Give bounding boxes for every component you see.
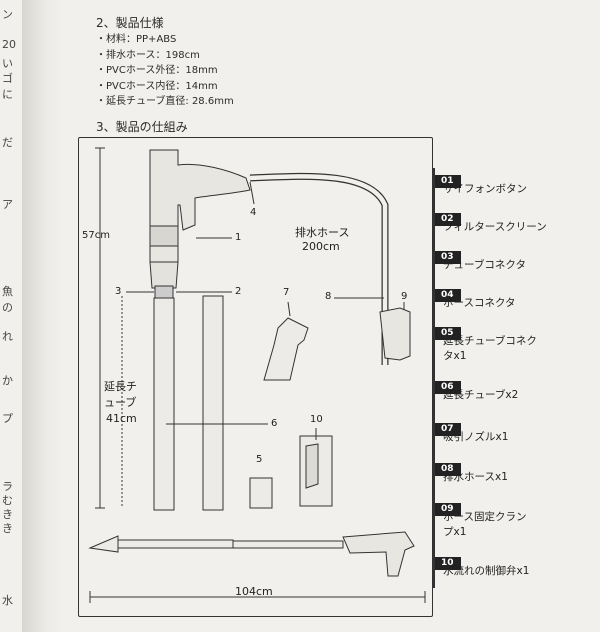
- part-item: 08 排水ホースx1: [435, 456, 600, 483]
- callout-number: 1: [235, 232, 242, 243]
- callout-number: 7: [283, 287, 290, 298]
- part-name: ホースコネクタ: [443, 297, 516, 309]
- height-label: 57cm: [82, 230, 110, 241]
- suction-nozzle: [263, 317, 309, 381]
- tube-length-label: 41cm: [106, 412, 137, 425]
- callout-number: 10: [310, 414, 323, 425]
- extension-tube-spare: [202, 295, 224, 511]
- spec-list: ・材料：PP+ABS ・排水ホース：198cm ・PVCホース外径：18mm ・…: [96, 32, 234, 110]
- margin-char: き: [2, 522, 13, 535]
- assembled-nozzle: [88, 535, 119, 553]
- spec-item: ・PVCホース外径：18mm: [96, 65, 218, 77]
- siphon-button: [149, 225, 179, 247]
- spec-item: ・延長チューブ直径: 28.6mm: [96, 96, 234, 108]
- extension-tube: [153, 297, 175, 511]
- part-item: 02 フィルタースクリーン: [435, 206, 600, 233]
- part-number: 04: [435, 289, 461, 302]
- margin-char: ゴ: [2, 72, 13, 85]
- part-number: 02: [435, 213, 461, 226]
- tube-connector: [154, 285, 174, 299]
- part-name: フィルタースクリーン: [443, 221, 547, 233]
- part-name: 排水ホースx1: [443, 471, 508, 483]
- margin-char: む: [2, 494, 13, 507]
- tube-title-label: ューブ: [104, 396, 137, 409]
- margin-char: れ: [2, 330, 13, 343]
- part-item: 10 水流れの制御弁x1: [435, 550, 600, 577]
- spec-item: ・材料：PP+ABS: [96, 34, 177, 45]
- part-number: 05: [435, 327, 461, 340]
- spec-item: ・PVCホース内径：14mm: [96, 80, 218, 92]
- part-name: サイフォンボタン: [443, 183, 527, 195]
- spec-section-title: 2、製品仕様: [96, 16, 164, 30]
- parts-list-rule: [433, 168, 435, 588]
- part-number: 10: [435, 557, 461, 570]
- margin-char: だ: [2, 136, 13, 149]
- callout-leader: [287, 301, 291, 317]
- margin-char: プ: [2, 412, 13, 425]
- callout-number: 3: [115, 286, 122, 297]
- drain-hose: [249, 174, 388, 365]
- part-item: 05 延長チューブコネク タx1: [435, 320, 600, 362]
- callout-number: 4: [250, 207, 257, 218]
- callout-number: 8: [325, 291, 332, 302]
- margin-char: か: [2, 374, 13, 387]
- part-name: チューブコネクタ: [443, 259, 526, 271]
- part-number: 06: [435, 381, 461, 394]
- margin-char: い: [2, 57, 13, 70]
- pump-lower-body: [149, 261, 179, 289]
- part-number: 08: [435, 463, 461, 476]
- callout-number: 9: [401, 291, 408, 302]
- part-item: 04 ホースコネクタ: [435, 282, 600, 309]
- part-name: 延長チューブコネク タx1: [443, 335, 537, 362]
- part-item: 09 ホース固定クラン プx1: [435, 496, 600, 538]
- part-number: 03: [435, 251, 461, 264]
- hose-length-label: 200cm: [302, 240, 340, 253]
- assembled-tube-2: [232, 540, 344, 549]
- control-valve: [249, 477, 273, 509]
- drain-hose-outline: [249, 172, 389, 365]
- page-gutter: [22, 0, 62, 632]
- left-page-margin: ン 20 い ゴ に だ ア 魚の れ か プ ラ む き き 水: [0, 0, 22, 632]
- margin-char: ラ: [2, 480, 13, 493]
- part-number: 09: [435, 503, 461, 516]
- hose-title-label: 排水ホース: [295, 226, 350, 239]
- part-name: 吸引ノズルx1: [443, 431, 509, 443]
- part-item: 07 吸引ノズルx1: [435, 416, 600, 443]
- margin-char: 魚の: [2, 285, 13, 314]
- margin-char: ア: [2, 198, 13, 211]
- callout-number: 2: [235, 286, 242, 297]
- callout-number: 5: [256, 454, 263, 465]
- assembled-tube-1: [117, 539, 234, 549]
- callout-number: 6: [271, 418, 278, 429]
- margin-char: ン: [2, 8, 13, 21]
- total-length-label: 104cm: [235, 585, 273, 598]
- hose-clamp: [379, 307, 411, 361]
- spec-item: ・排水ホース：198cm: [96, 49, 200, 61]
- margin-char: 水: [2, 594, 13, 607]
- part-item: 01 サイフォンボタン: [435, 168, 600, 195]
- structure-section-title: 3、製品の仕組み: [96, 120, 188, 134]
- margin-char: に: [2, 88, 13, 101]
- part-name: ホース固定クラン プx1: [443, 511, 527, 538]
- part-item: 03 チューブコネクタ: [435, 244, 600, 271]
- part-name: 延長チューブx2: [443, 389, 519, 401]
- diagram-frame: [78, 137, 433, 617]
- part-name: 水流れの制御弁x1: [443, 565, 530, 577]
- assembled-pump: [342, 531, 415, 577]
- callout-leader: [249, 181, 255, 205]
- part-item: 06 延長チューブx2: [435, 374, 600, 401]
- part-number: 07: [435, 423, 461, 436]
- margin-char: き: [2, 508, 13, 521]
- part-number: 01: [435, 175, 461, 188]
- margin-char: 20: [2, 38, 16, 51]
- tube-title-label: 延長チ: [104, 380, 137, 393]
